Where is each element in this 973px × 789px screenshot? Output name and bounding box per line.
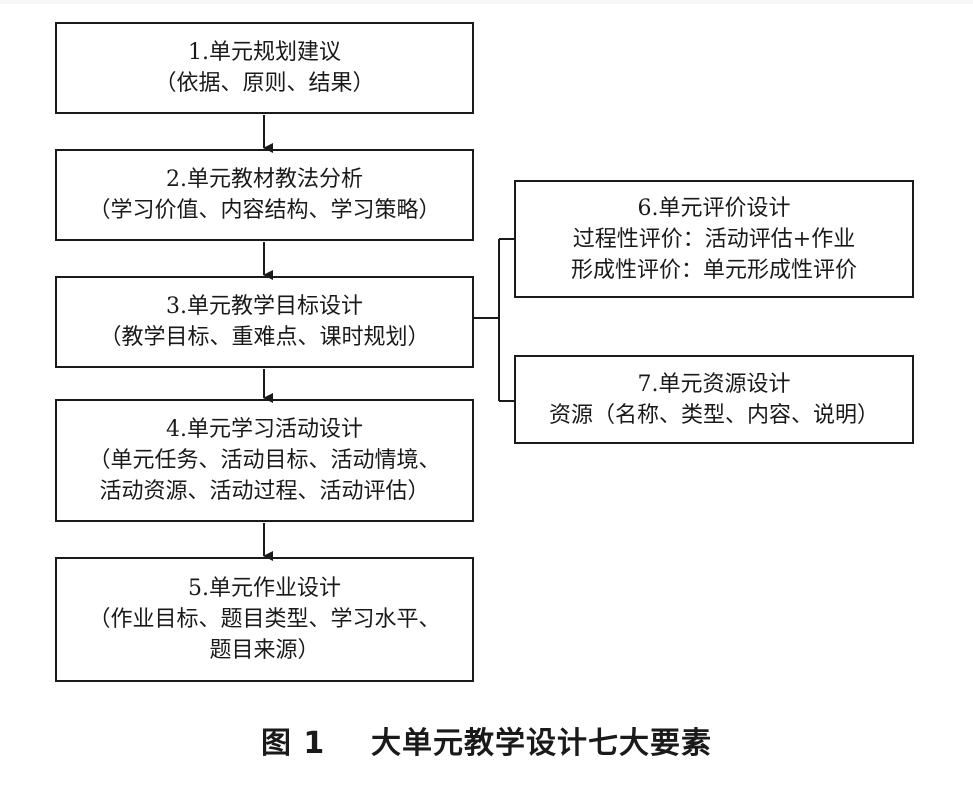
- step-6-detail-2: 形成性评价：单元形成性评价: [570, 257, 857, 283]
- step-3-title: 3.单元教学目标设计: [166, 294, 363, 319]
- step-5-title: 5.单元作业设计: [188, 576, 341, 601]
- step-4-detail-2: 活动资源、活动过程、活动评估）: [99, 479, 430, 504]
- step-7-box: 7.单元资源设计 资源（名称、类型、内容、说明）: [514, 355, 914, 444]
- step-4-title: 4.单元学习活动设计: [166, 417, 363, 442]
- step-1-title: 1.单元规划建议: [188, 40, 341, 65]
- step-1-box: 1.单元规划建议 （依据、原则、结果）: [55, 22, 474, 114]
- step-4-box: 4.单元学习活动设计 （单元任务、活动目标、活动情境、 活动资源、活动过程、活动…: [55, 399, 474, 522]
- step-5-box: 5.单元作业设计 （作业目标、题目类型、学习水平、 题目来源）: [55, 557, 474, 682]
- step-7-detail: 资源（名称、类型、内容、说明）: [548, 402, 879, 428]
- figure-title: 大单元教学设计七大要素: [371, 726, 713, 761]
- step-2-detail: （学习价值、内容结构、学习策略）: [88, 198, 441, 223]
- step-5-detail-1: （作业目标、题目类型、学习水平、: [88, 607, 441, 632]
- step-4-detail-1: （单元任务、活动目标、活动情境、: [88, 448, 441, 473]
- bracket-connector: [474, 238, 514, 402]
- step-6-title: 6.单元评价设计: [637, 195, 791, 221]
- step-6-box: 6.单元评价设计 过程性评价：活动评估+作业 形成性评价：单元形成性评价: [514, 180, 914, 298]
- figure-label: 图 1: [260, 726, 326, 761]
- step-3-detail: （教学目标、重难点、课时规划）: [99, 325, 430, 350]
- step-2-title: 2.单元教材教法分析: [166, 167, 363, 192]
- step-3-box: 3.单元教学目标设计 （教学目标、重难点、课时规划）: [55, 276, 474, 368]
- figure-caption: 图 1 大单元教学设计七大要素: [0, 718, 973, 762]
- step-7-title: 7.单元资源设计: [637, 371, 791, 397]
- top-edge-strip: [0, 0, 973, 4]
- step-1-detail: （依据、原则、结果）: [154, 71, 375, 96]
- step-6-detail-1: 过程性评价：活动评估+作业: [572, 226, 856, 252]
- step-5-detail-2: 题目来源）: [209, 638, 320, 663]
